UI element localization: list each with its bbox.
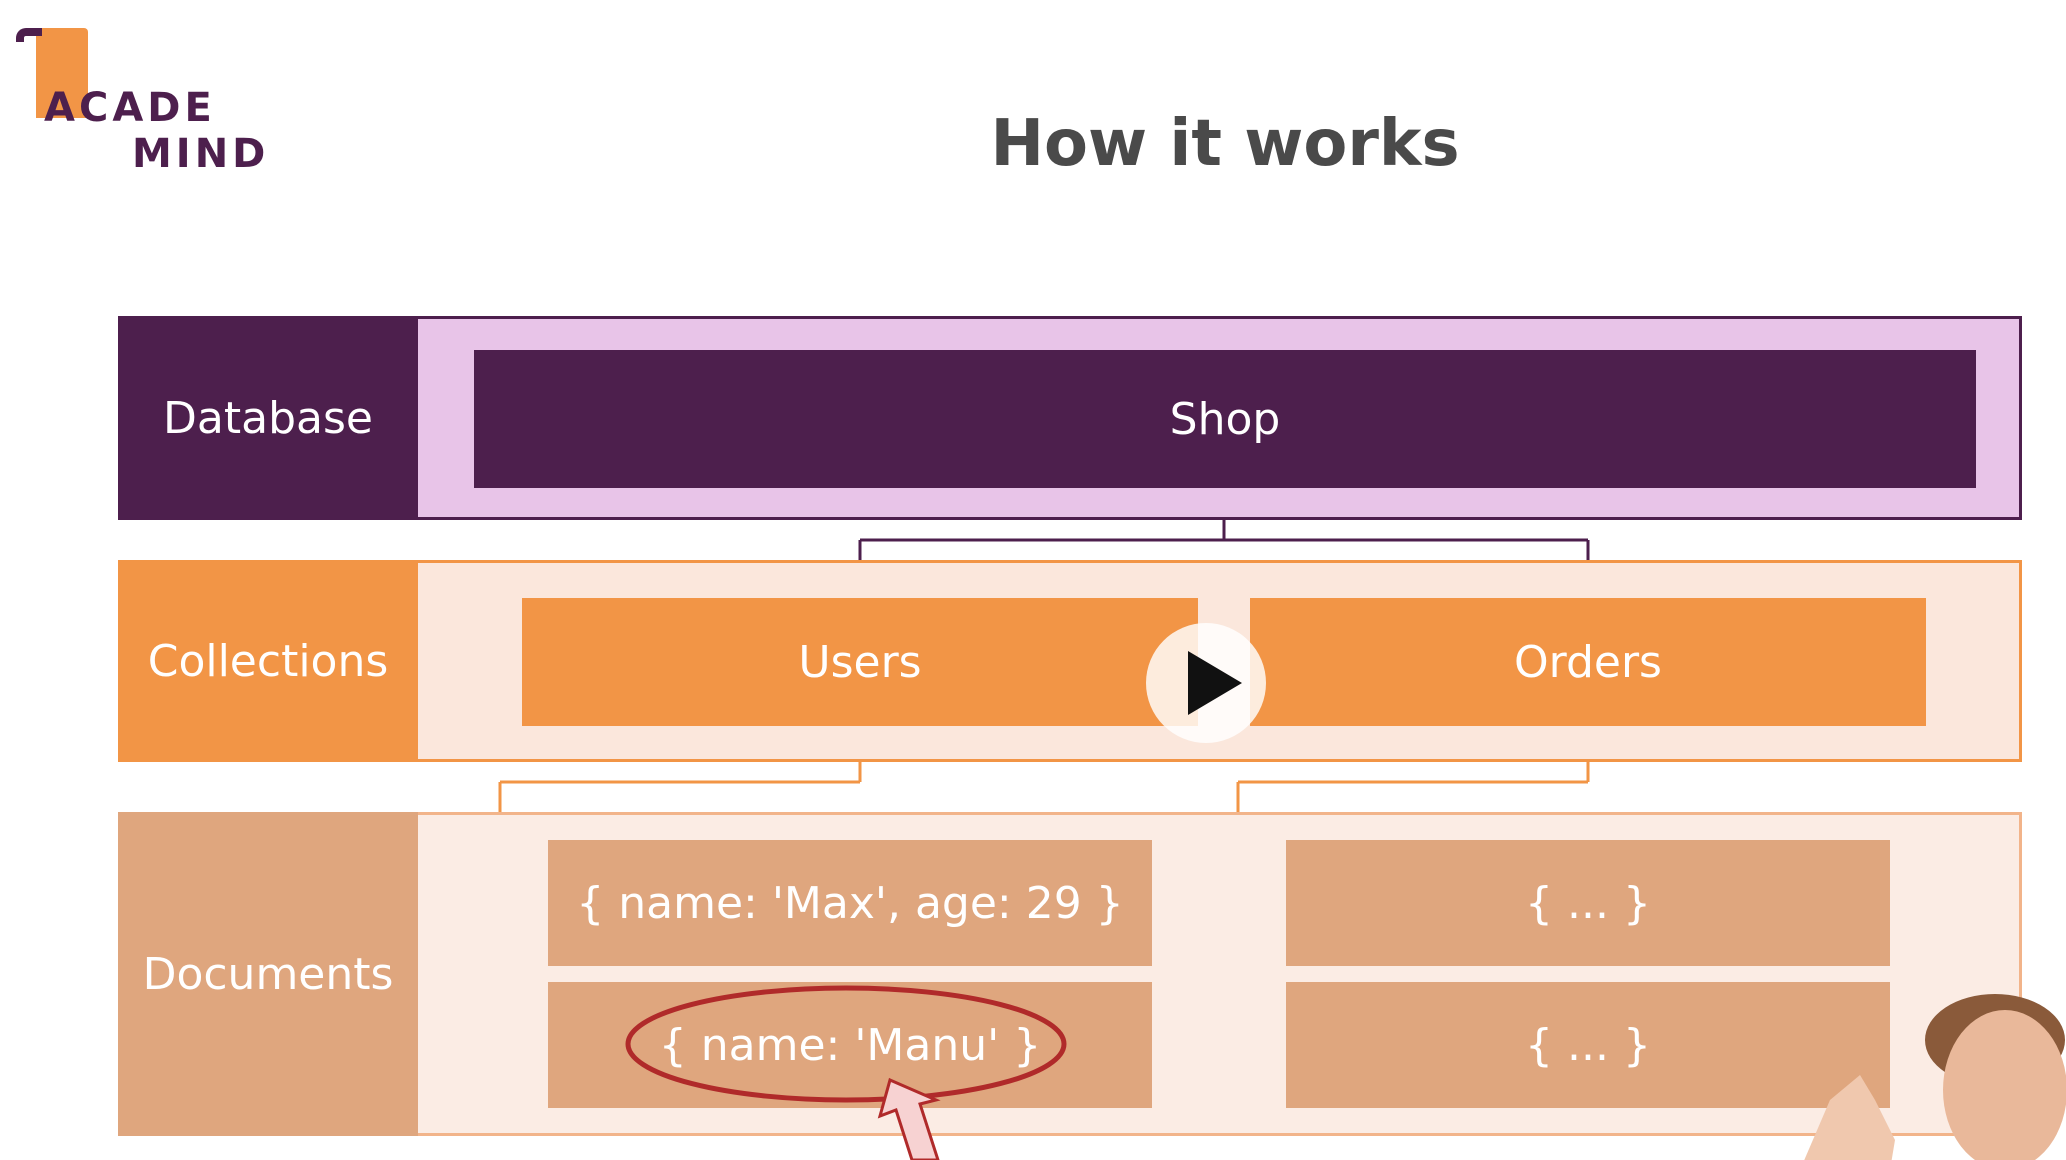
document-orders-2: { ... } bbox=[1286, 982, 1890, 1108]
play-icon[interactable] bbox=[1146, 623, 1266, 743]
collections-label: Collections bbox=[118, 560, 418, 762]
logo-hook-icon bbox=[16, 28, 42, 42]
collection-orders: Orders bbox=[1250, 598, 1926, 726]
presenter-hand bbox=[1804, 1075, 1895, 1160]
document-users-2: { name: 'Manu' } bbox=[548, 982, 1152, 1108]
presenter-face bbox=[1943, 1010, 2066, 1160]
documents-label: Documents bbox=[118, 812, 418, 1136]
document-users-1: { name: 'Max', age: 29 } bbox=[548, 840, 1152, 966]
presenter-video bbox=[1800, 980, 2066, 1160]
logo-text-line1: ACADE bbox=[44, 85, 216, 131]
document-orders-1: { ... } bbox=[1286, 840, 1890, 966]
slide-title: How it works bbox=[990, 107, 1460, 181]
database-label: Database bbox=[118, 316, 418, 520]
collection-users: Users bbox=[522, 598, 1198, 726]
highlight-arrow-icon bbox=[877, 1077, 941, 1160]
highlight-ellipse bbox=[625, 985, 1067, 1103]
database-shop: Shop bbox=[474, 350, 1976, 488]
logo-text-line2: MIND bbox=[132, 131, 270, 177]
logo-flag-icon bbox=[36, 28, 88, 118]
